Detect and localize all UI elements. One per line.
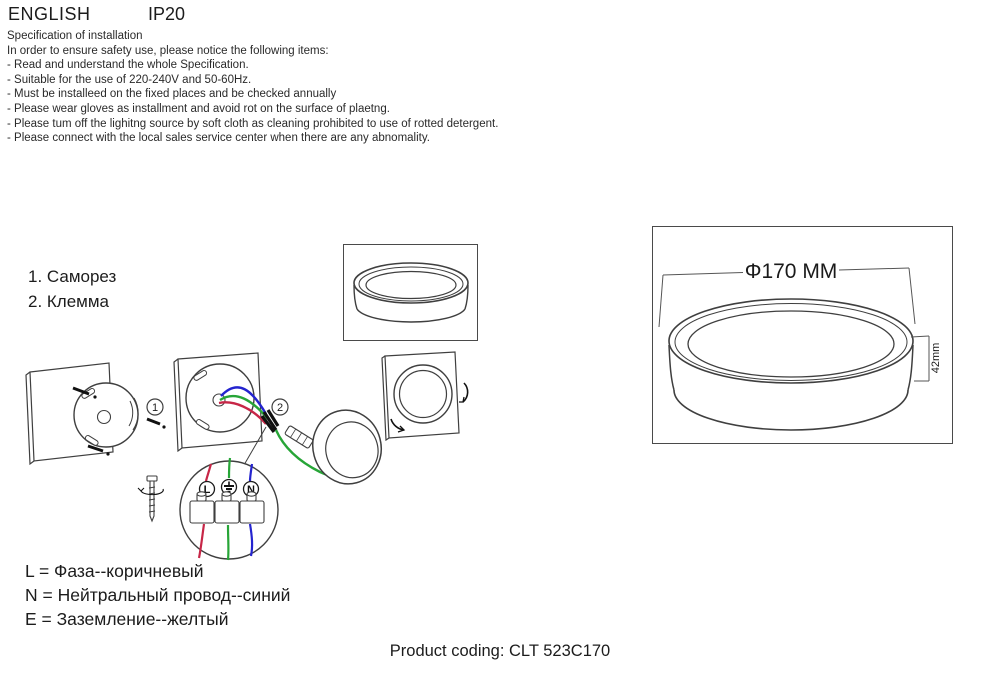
mounted-luminaire <box>393 364 453 424</box>
language-title: ENGLISH <box>8 4 91 24</box>
diameter-dimension-label: Φ170 MM <box>745 260 838 283</box>
drum-lamp-small-drawing <box>353 262 469 323</box>
diameter-dimension-lines <box>658 267 916 328</box>
step1-screws <box>72 386 166 456</box>
live-terminal-letter: L <box>204 484 211 496</box>
legend-line-neutral: N = Нейтральный провод--синий <box>25 585 291 605</box>
spec-item: - Suitable for the use of 220-240V and 5… <box>7 73 252 86</box>
specification-block: Specification of installation In order t… <box>7 29 498 146</box>
magnifier-leader-line <box>243 426 267 466</box>
terminal-block <box>189 491 265 524</box>
drum-lamp-large-drawing <box>668 298 914 431</box>
spec-title: Specification of installation <box>7 30 143 42</box>
screw-icon <box>137 475 164 523</box>
drum-lamp-dimension-drawing: Φ170 MM 42mm <box>658 260 942 431</box>
product-code: CLT 523C170 <box>509 642 611 660</box>
wiring-legend: L = Фаза--коричневый N = Нейтральный про… <box>25 559 290 631</box>
terminal-detail: L N <box>189 457 265 561</box>
spec-item: - Read and understand the whole Specific… <box>7 59 249 72</box>
parts-list-item: 2. Клемма <box>28 292 110 311</box>
terminal-wires-top <box>204 457 254 482</box>
terminal-wires-bottom <box>197 523 254 561</box>
svg-text:2: 2 <box>277 402 283 414</box>
twist-arrows <box>390 382 469 433</box>
live-wire <box>218 401 267 425</box>
spec-item: - Please wear gloves as installment and … <box>7 102 390 115</box>
spec-item: - Must be installeed on the fixed places… <box>7 88 337 101</box>
neutral-terminal-letter: N <box>247 484 255 496</box>
wire-connector <box>284 425 314 449</box>
spec-item: - Please connect with the local sales se… <box>7 132 430 145</box>
product-thumbnail-box <box>343 244 478 341</box>
product-coding-label: Product coding: <box>389 642 505 660</box>
neutral-wire <box>220 386 268 415</box>
ip-rating: IP20 <box>148 4 186 24</box>
spec-intro: In order to ensure safety use, please no… <box>7 44 329 57</box>
svg-text:1: 1 <box>152 402 158 414</box>
dimension-drawing-box: Φ170 MM 42mm <box>652 226 953 444</box>
parts-list: 1. Саморез 2. Клемма <box>28 264 116 314</box>
step1-number-badge: 1 <box>146 398 164 416</box>
parts-list-item: 1. Саморез <box>28 267 117 286</box>
step2-number-badge: 2 <box>271 398 289 416</box>
product-coding: Product coding: CLT 523C170 <box>0 642 1000 661</box>
height-dimension-label: 42mm <box>930 343 942 374</box>
legend-line-earth: E = Заземление--желтый <box>25 609 229 629</box>
spec-item: - Please tum off the lighitng source by … <box>7 117 499 130</box>
wire-bundle <box>260 409 280 433</box>
legend-line-live: L = Фаза--коричневый <box>25 561 204 581</box>
step1-mounting-bracket <box>73 382 139 448</box>
height-dimension-lines <box>910 335 930 382</box>
step2-mounting-bracket <box>185 363 255 433</box>
installation-diagram: 1 2 <box>25 351 469 561</box>
luminaire-ring <box>312 409 382 485</box>
